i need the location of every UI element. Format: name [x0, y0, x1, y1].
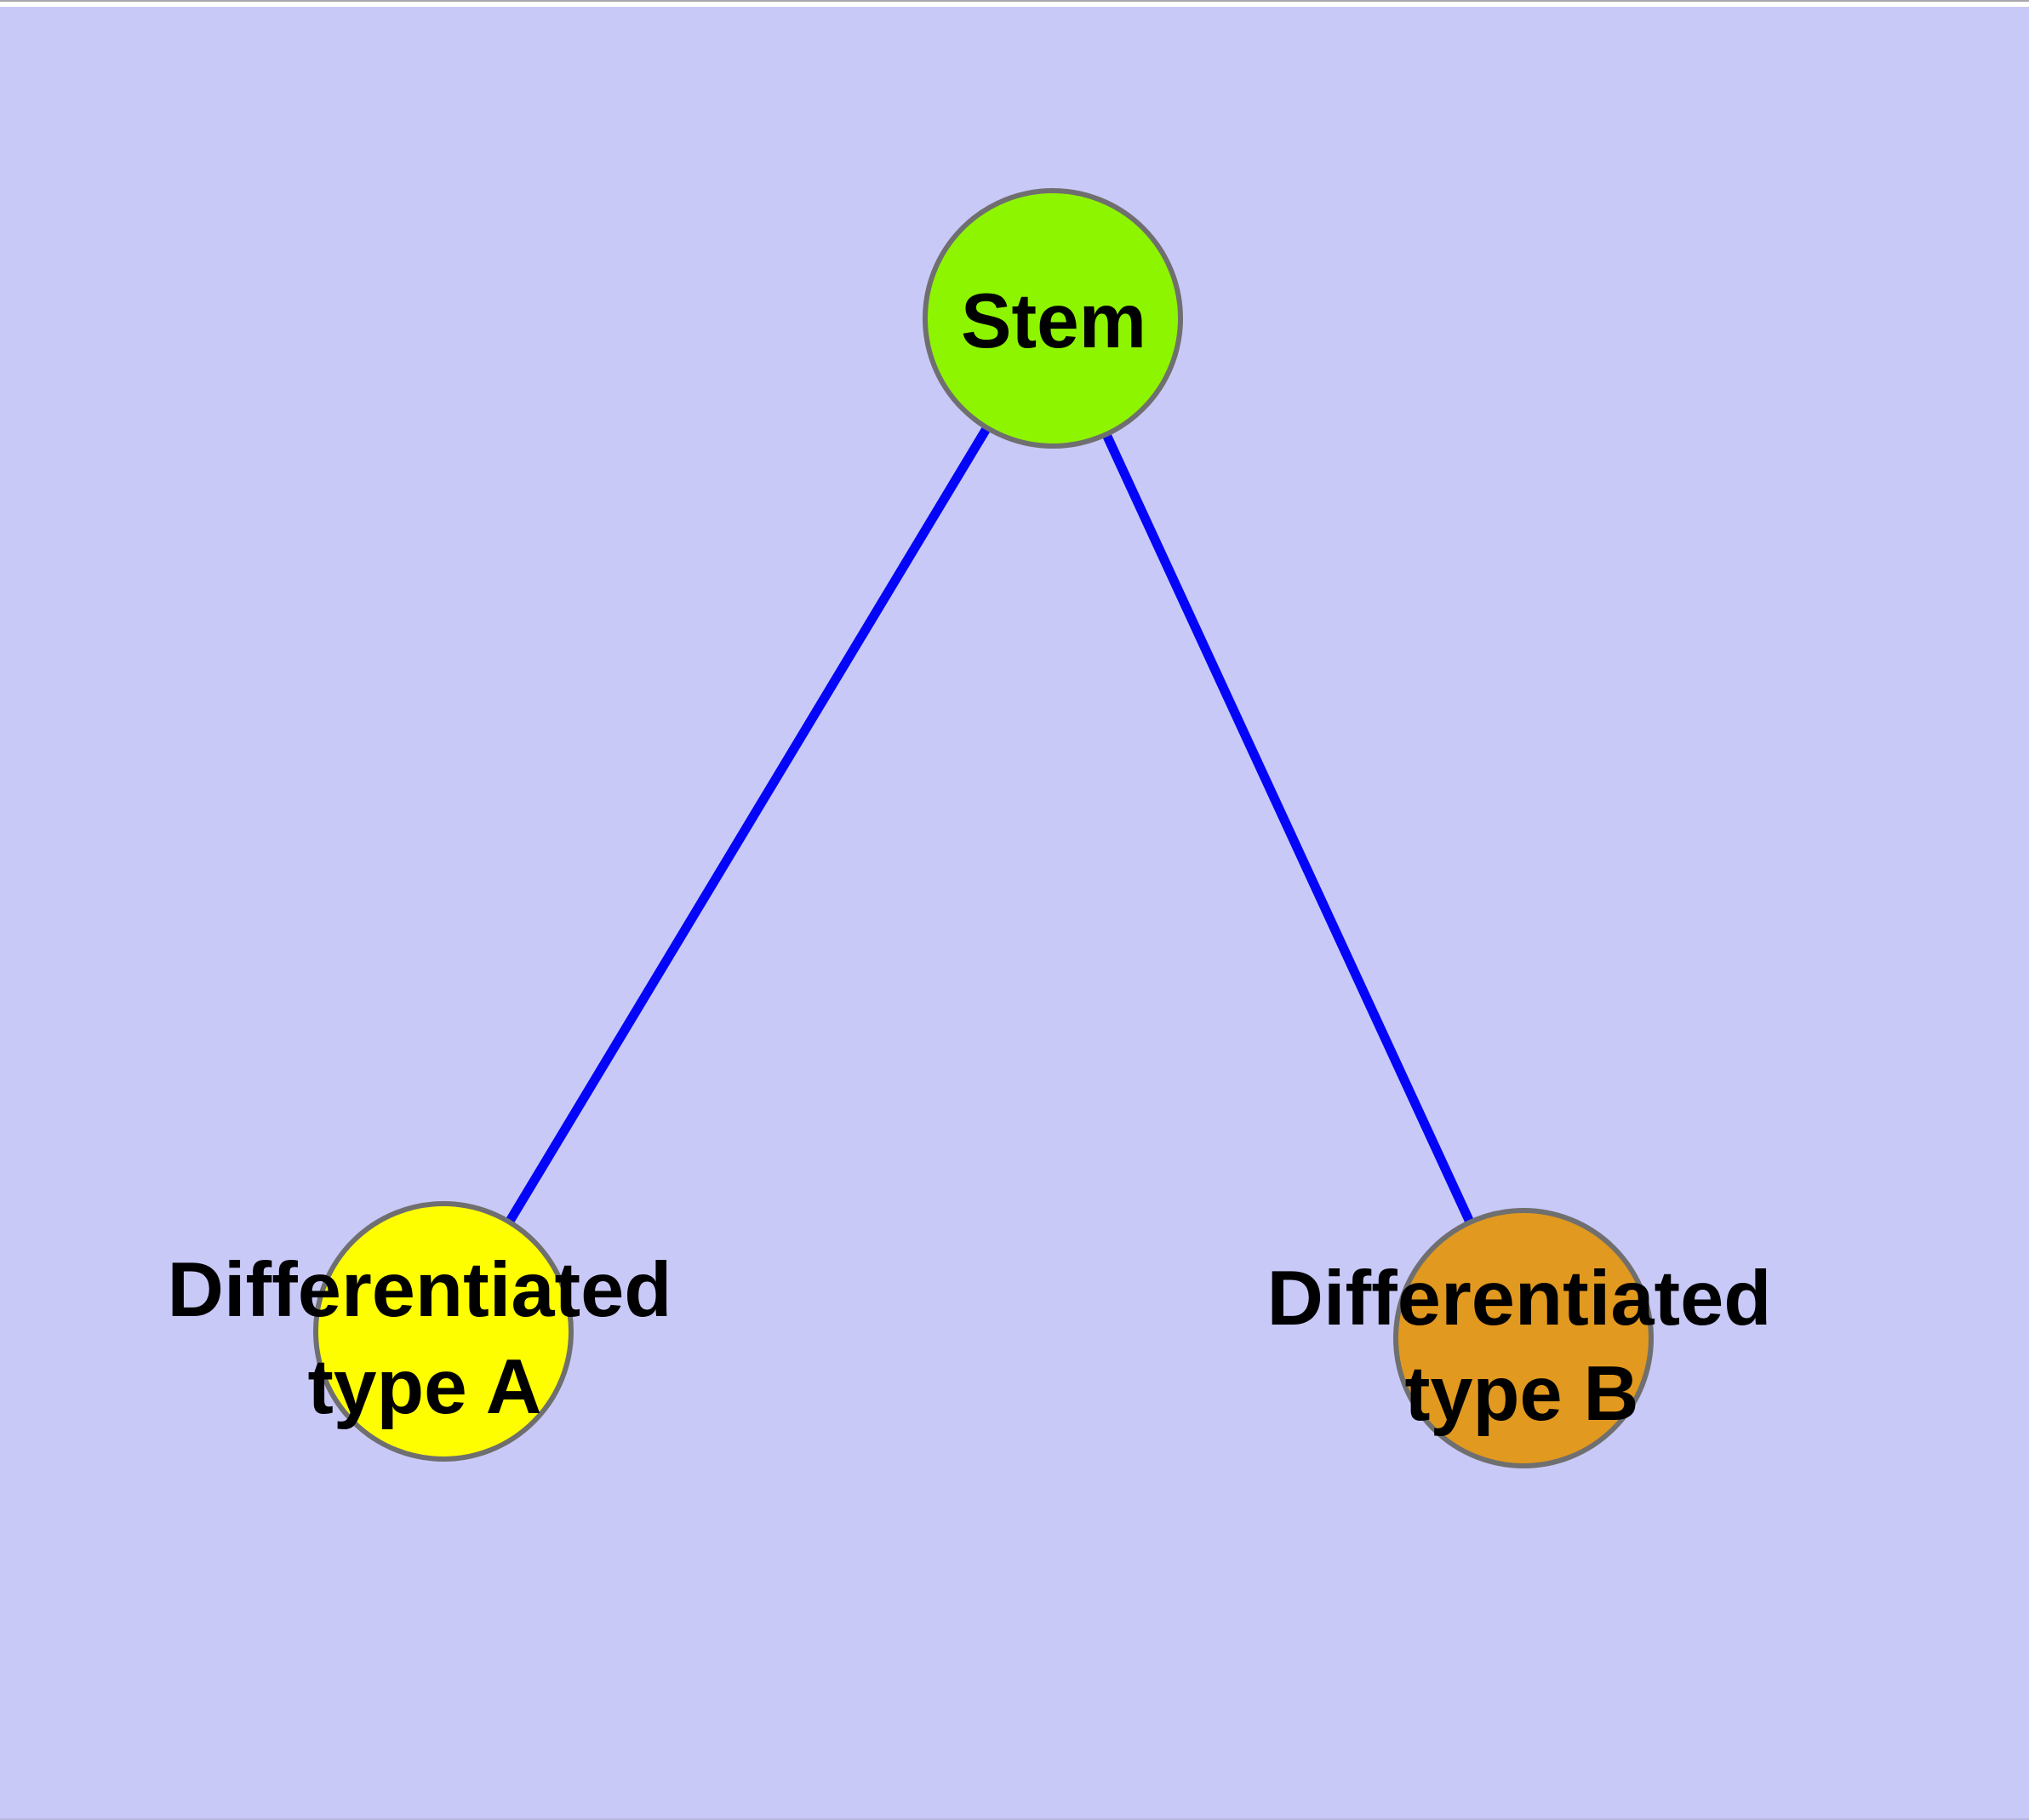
window-top-strip [0, 0, 2029, 7]
window-bottom-edge [0, 1818, 2029, 1820]
differentiated-type-b-label-line2: type B [1405, 1351, 1639, 1437]
stem-node-label: Stem [961, 278, 1146, 364]
differentiated-type-a-label-line2: type A [308, 1344, 542, 1430]
node-group [313, 188, 1654, 1468]
edge-stem-to-type-b [1049, 316, 1528, 1341]
window-top-border [0, 0, 2029, 2]
edge-group [439, 316, 1528, 1341]
differentiated-type-a-node [313, 1201, 574, 1462]
edge-stem-to-type-a [439, 316, 1057, 1334]
differentiated-type-a-label-line1: Differentiated [168, 1247, 672, 1333]
differentiated-type-b-node [1393, 1208, 1654, 1468]
stem-node [923, 188, 1183, 449]
label-group: Stem Differentiated type A Differentiate… [168, 278, 1772, 1437]
differentiated-type-b-label-line1: Differentiated [1267, 1256, 1772, 1342]
